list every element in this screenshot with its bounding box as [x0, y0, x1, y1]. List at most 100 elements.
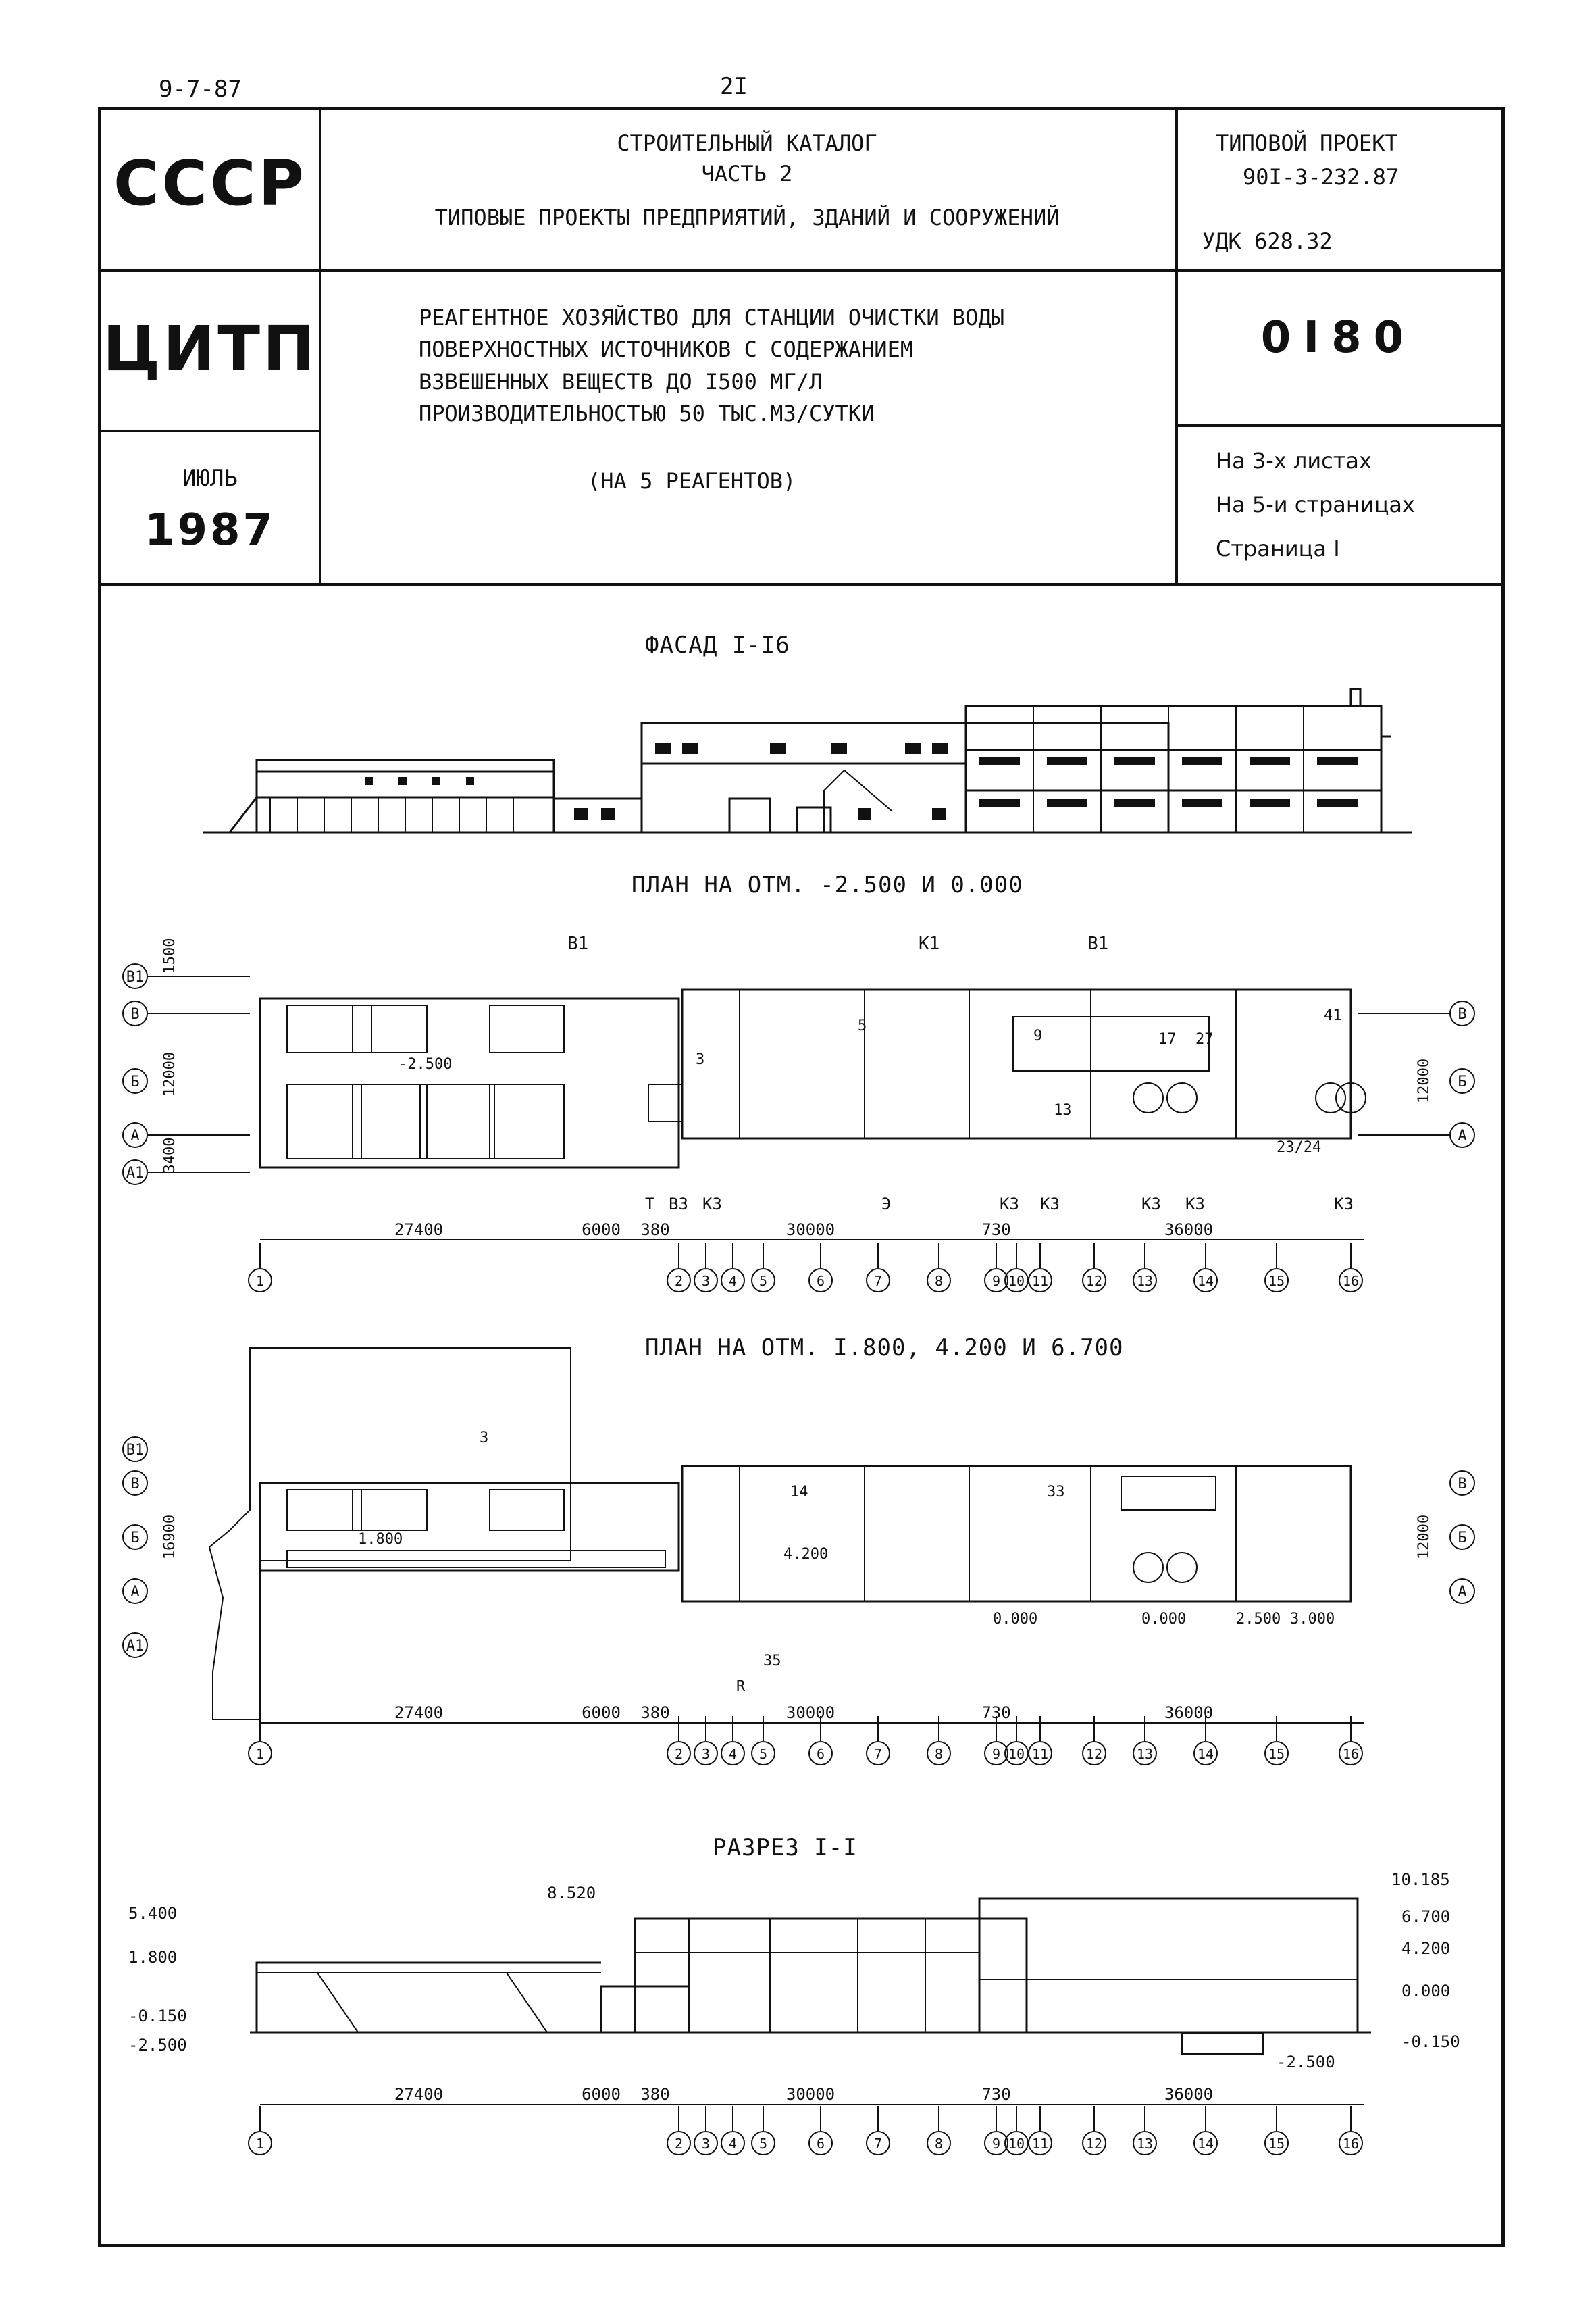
room-13: 13 — [1054, 1102, 1072, 1119]
project-number: 90I-3-232.87 — [1243, 164, 1399, 190]
catalog-line-2: ЧАСТЬ 2 — [701, 161, 793, 186]
room-3-upper: 3 — [480, 1430, 488, 1447]
p2-row-v: В — [130, 1476, 139, 1492]
room-14: 14 — [790, 1484, 808, 1501]
dim-30000: 30000 — [786, 1220, 835, 1239]
axis-label-16: 16 — [1343, 2136, 1359, 2152]
plan-2-title: ПЛАН НА ОТМ. I.800, 4.200 И 6.700 — [645, 1334, 1124, 1361]
mark-1800: 1.800 — [358, 1531, 403, 1548]
title-line-4: ПРОИЗВОДИТЕЛЬНОСТЬЮ 50 ТЫС.М3/СУТКИ — [419, 401, 875, 426]
document-code: 9-7-87 — [159, 76, 242, 103]
level-6700: 6.700 — [1401, 1907, 1450, 1926]
axis-label-2: 2 — [675, 1746, 683, 1762]
project-label: ТИПОВОЙ ПРОЕКТ — [1216, 130, 1398, 156]
axis-bubble-2 — [667, 1268, 691, 1292]
axis-label-9: 9 — [992, 1273, 1000, 1289]
catalog-line-3: ТИПОВЫЕ ПРОЕКТЫ ПРЕДПРИЯТИЙ, ЗДАНИЙ И СО… — [434, 205, 1060, 230]
axis-label-10: 10 — [1008, 2136, 1025, 2152]
org-ussr: СССР — [113, 147, 307, 220]
axis-bubble-2 — [667, 1741, 691, 1765]
axis-label-2: 2 — [675, 2136, 683, 2152]
s-dim-30000: 30000 — [786, 2085, 835, 2104]
room-9: 9 — [1033, 1028, 1042, 1045]
axis-label-6: 6 — [817, 1746, 825, 1762]
level-mark: -2.500 — [398, 1056, 452, 1073]
s-dim-730: 730 — [981, 2085, 1010, 2104]
axis-bubble-13 — [1133, 2131, 1157, 2155]
axis-bubble-13 — [1133, 1741, 1157, 1765]
axis-label-11: 11 — [1032, 1746, 1048, 1762]
axis-bubble-4 — [721, 1741, 745, 1765]
catalog-code: 0I80 — [1260, 313, 1416, 363]
axis-label-8: 8 — [935, 1273, 943, 1289]
level-4200: 4.200 — [1401, 1939, 1450, 1958]
axis-label-13: 13 — [1137, 1746, 1153, 1762]
axis-label-9: 9 — [992, 2136, 1000, 2152]
axis-bubble-9 — [984, 1741, 1008, 1765]
axis-label-6: 6 — [817, 2136, 825, 2152]
title-line-2: ПОВЕРХНОСТНЫХ ИСТОЧНИКОВ С СОДЕРЖАНИЕМ — [419, 336, 914, 362]
axis-bubble-5 — [751, 2131, 775, 2155]
axis-label-4: 4 — [729, 2136, 737, 2152]
page-number: 2I — [720, 73, 748, 100]
axis-bubble-1 — [248, 2131, 272, 2155]
axis-label-12: 12 — [1086, 1746, 1102, 1762]
axis-bubble-16 — [1339, 1268, 1363, 1292]
axis-bubble-15 — [1264, 1741, 1289, 1765]
axis-bubble-7 — [866, 1741, 890, 1765]
p2-dim-left: 16900 — [161, 1515, 178, 1559]
p2-right-v: В — [1458, 1476, 1466, 1492]
axis-label-15: 15 — [1268, 1273, 1285, 1289]
section-mark-bottom: -2.500 — [1277, 2053, 1335, 2071]
axis-label-16: 16 — [1343, 1746, 1359, 1762]
row-axis-a1: А1 — [126, 1165, 145, 1182]
dim-380: 380 — [640, 1220, 669, 1239]
axis-label-4: 4 — [729, 1273, 737, 1289]
pages-count: На 5-и страницах — [1216, 492, 1415, 518]
axis-label-1: 1 — [256, 1273, 264, 1289]
room-23-24: 23/24 — [1277, 1139, 1321, 1156]
axis-label-16: 16 — [1343, 1273, 1359, 1289]
s-dim-6000: 6000 — [582, 2085, 621, 2104]
facade-title: ФАСАД I-I6 — [645, 632, 790, 659]
pipe-k3-e: К3 — [1185, 1194, 1205, 1213]
mark-0000-b: 0.000 — [1141, 1611, 1186, 1628]
issue-month: ИЮЛЬ — [182, 465, 238, 492]
p2-dim-30000: 30000 — [786, 1703, 835, 1722]
plan-1-title: ПЛАН НА ОТМ. -2.500 И 0.000 — [632, 872, 1023, 899]
p2-row-b: Б — [130, 1530, 139, 1546]
section-mark-top: 8.520 — [547, 1884, 596, 1903]
axis-label-4: 4 — [729, 1746, 737, 1762]
axis-bubble-13 — [1133, 1268, 1157, 1292]
axis-label-7: 7 — [874, 1273, 882, 1289]
room-27: 27 — [1195, 1031, 1214, 1048]
axis-bubble-4 — [721, 1268, 745, 1292]
axis-bubble-6 — [808, 2131, 833, 2155]
axis-label-12: 12 — [1086, 2136, 1102, 2152]
plan-1-drawing: В1 К1 В1 В1 В Б А А1 1500 12000 3400 -2.… — [122, 934, 1475, 1292]
facade-drawing — [203, 688, 1412, 834]
axis-bubble-5 — [751, 1741, 775, 1765]
room-41: 41 — [1324, 1007, 1342, 1024]
pipe-label-v1-b: В1 — [1087, 934, 1108, 954]
axis-label-10: 10 — [1008, 1273, 1025, 1289]
sheets-count: На 3-х листах — [1216, 448, 1372, 474]
axis-label-7: 7 — [874, 1746, 882, 1762]
title-line-3: ВЗВЕШЕННЫХ ВЕЩЕСТВ ДО I500 МГ/Л — [419, 369, 823, 395]
axis-label-3: 3 — [702, 1273, 710, 1289]
dim-6000: 6000 — [582, 1220, 621, 1239]
room-5: 5 — [858, 1017, 867, 1034]
pipe-t: Т — [645, 1194, 654, 1213]
row-axis-v1: В1 — [126, 969, 145, 986]
drawing-sheet: СССР ЦИТП ИЮЛЬ 1987 СТРОИТЕЛЬНЫЙ КАТАЛОГ… — [98, 107, 1505, 2247]
axis-label-5: 5 — [759, 1273, 767, 1289]
pipe-label-k1: К1 — [919, 934, 939, 954]
pipe-k3-b: К3 — [1000, 1194, 1019, 1213]
dim-27400: 27400 — [394, 1220, 443, 1239]
axis-bubble-12 — [1082, 2131, 1106, 2155]
pipe-k3-f: К3 — [1334, 1194, 1354, 1213]
axis-bubble-2 — [667, 2131, 691, 2155]
axis-bubble-11 — [1028, 1268, 1052, 1292]
title-line-1: РЕАГЕНТНОЕ ХОЗЯЙСТВО ДЛЯ СТАНЦИИ ОЧИСТКИ… — [419, 305, 1004, 330]
title-line-5: (НА 5 РЕАГЕНТОВ) — [588, 468, 796, 494]
